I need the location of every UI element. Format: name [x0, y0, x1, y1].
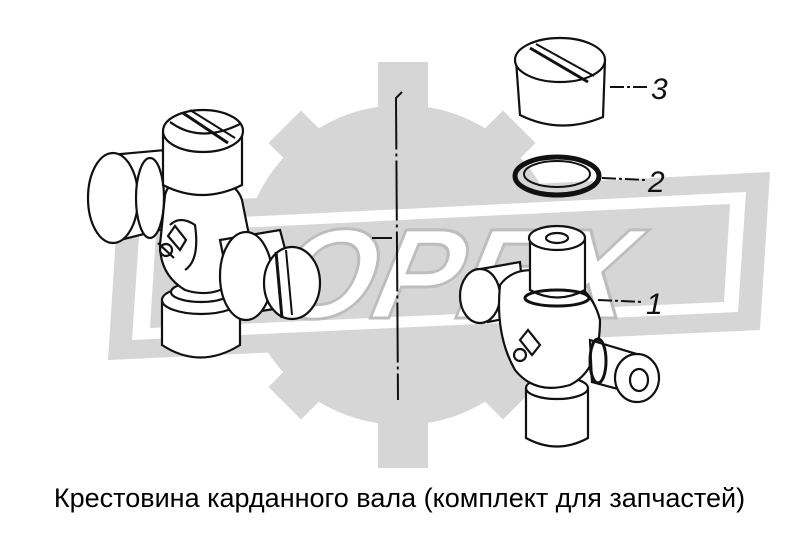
callout-label-1: 1: [646, 288, 663, 321]
part-2-seal-ring: [512, 154, 602, 198]
figure-caption: Крестовина карданного вала (комплект для…: [53, 483, 746, 513]
callout-label-2: 2: [647, 166, 665, 199]
right-bearing-cup: [218, 228, 322, 322]
assembled-joint: [86, 108, 322, 359]
view-divider: [372, 91, 403, 401]
top-bearing-cup: [161, 108, 245, 197]
part-3-bearing-cup: [513, 36, 607, 127]
part-1-cross-spider: [458, 224, 661, 448]
grease-fitting-left: [157, 224, 188, 259]
grease-fitting-right: [512, 328, 542, 363]
watermark-text: OPEX: [263, 203, 656, 345]
callout-label-3: 3: [651, 73, 668, 106]
callout-leaders: [597, 86, 648, 303]
